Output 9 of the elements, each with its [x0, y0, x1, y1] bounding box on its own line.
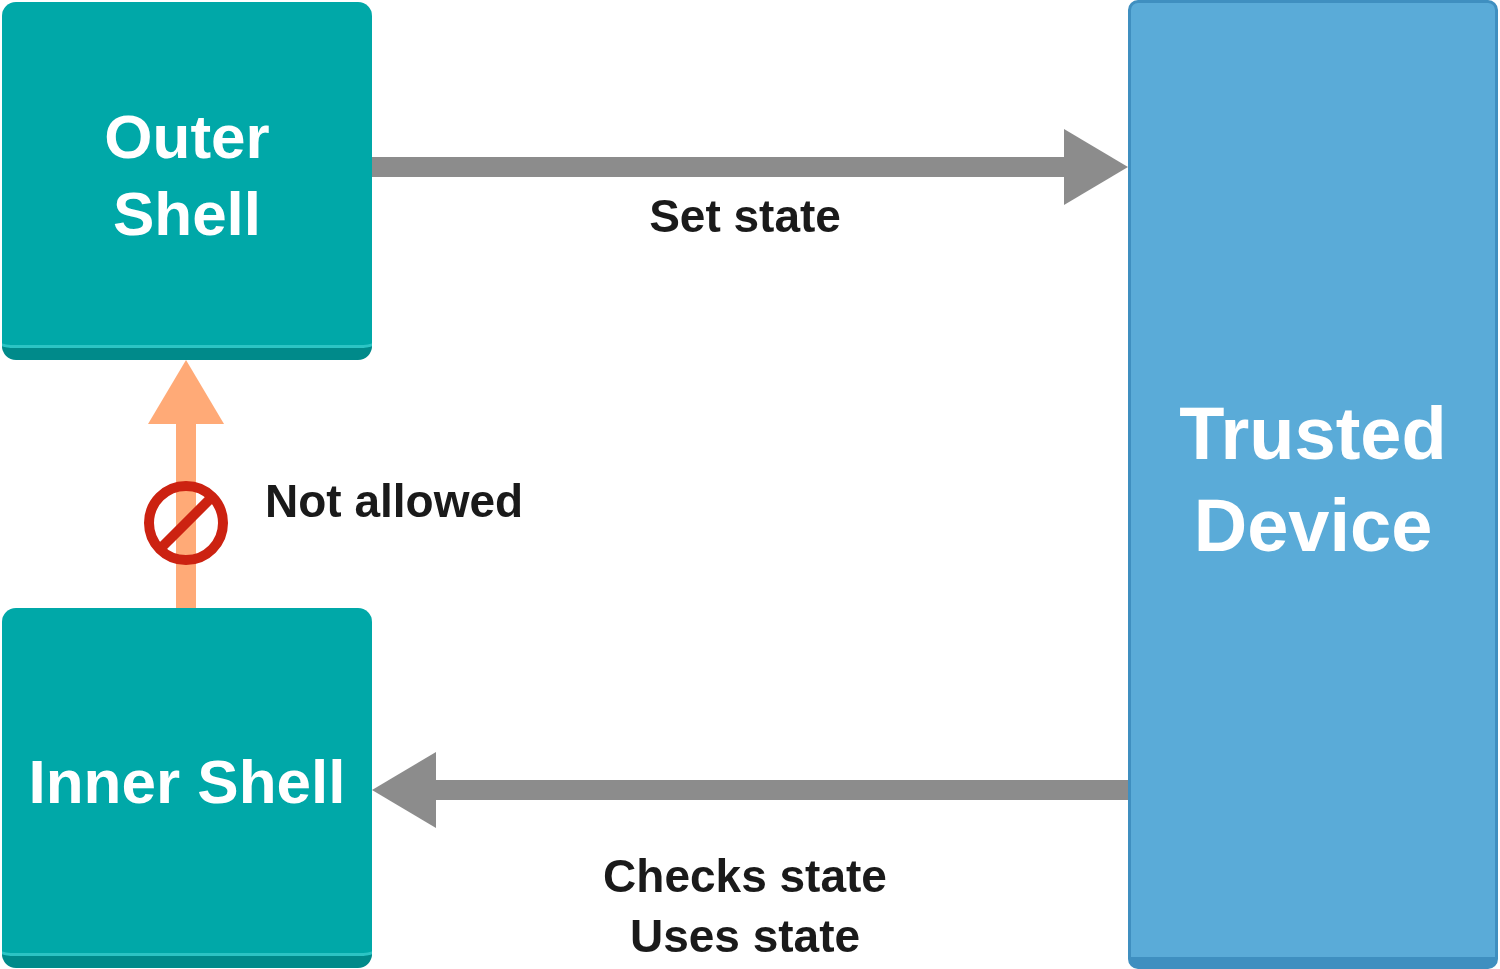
node-label: Outer Shell — [103, 100, 271, 250]
process-box — [2, 608, 372, 968]
arrow — [148, 360, 224, 608]
arrow — [372, 129, 1128, 205]
process-box — [2, 2, 372, 360]
node-label: Trusted Device — [1178, 390, 1448, 569]
arrow — [372, 752, 1128, 828]
node-label: Inner Shell — [27, 746, 347, 819]
process-box — [1128, 0, 1498, 969]
